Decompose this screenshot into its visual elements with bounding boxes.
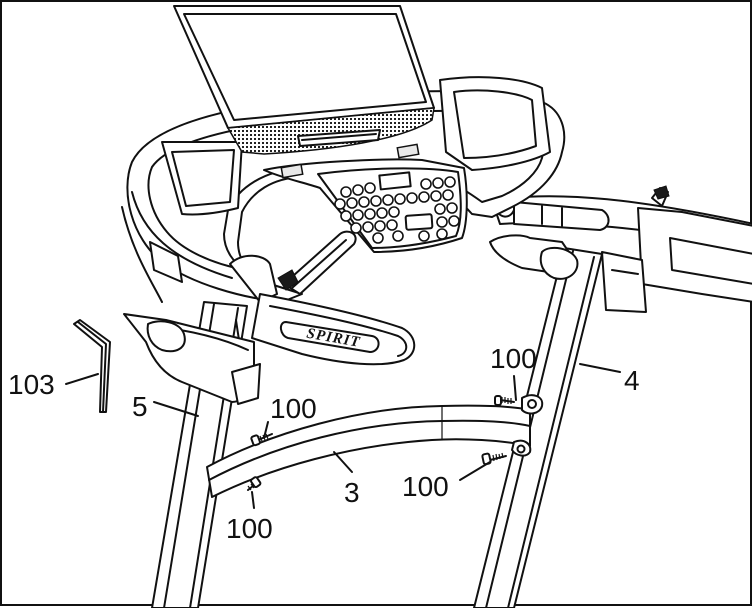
display-screen — [173, 5, 435, 155]
label-4: 4 — [624, 365, 640, 396]
callout-labels: 103 5 4 3 100 100 100 100 — [8, 343, 640, 544]
console-buttons — [334, 176, 460, 244]
label-3: 3 — [344, 477, 360, 508]
leader-lines — [65, 363, 621, 509]
label-100-lower-right: 100 — [402, 471, 449, 502]
bolts — [247, 395, 515, 491]
control-panel — [263, 143, 468, 253]
bolt-lower-left — [247, 476, 262, 491]
label-100-upper-left: 100 — [270, 393, 317, 424]
allen-wrench — [73, 319, 111, 413]
label-103: 103 — [8, 369, 55, 400]
bolt-lower-right — [481, 452, 507, 466]
right-bracket — [489, 234, 647, 313]
label-100-lower-left: 100 — [226, 513, 273, 544]
left-bracket — [121, 206, 261, 405]
label-100-upper-right: 100 — [490, 343, 537, 374]
right-side-handle — [491, 185, 752, 303]
bolt-upper-right — [494, 395, 515, 406]
crossbar — [206, 394, 544, 498]
label-5: 5 — [132, 391, 148, 422]
